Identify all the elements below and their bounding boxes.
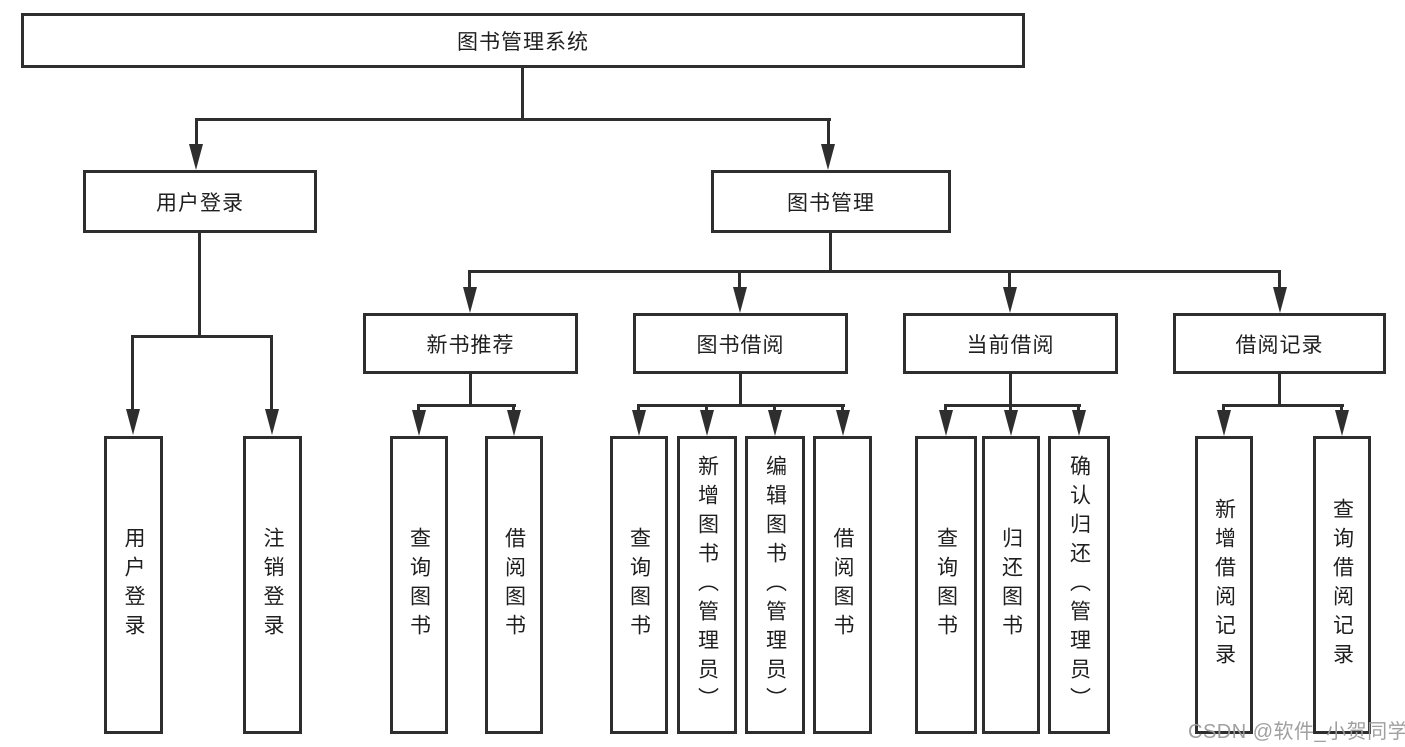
node-root-library-system: 图书管理系统 — [21, 13, 1025, 68]
arrow-down-icon — [939, 410, 953, 436]
leaf-logout: 注销登录 — [243, 436, 302, 734]
arrow-down-icon — [1004, 410, 1018, 436]
connector-drop — [827, 118, 830, 148]
arrow-down-icon — [1335, 410, 1349, 436]
connector-drop — [1340, 404, 1343, 414]
node-user-login: 用户登录 — [83, 170, 317, 233]
connector-root-stem — [521, 68, 524, 120]
arrow-down-icon — [1003, 287, 1017, 313]
connector-stem — [1009, 374, 1012, 407]
leaf-add-borrow-record: 新增借阅记录 — [1195, 436, 1253, 734]
connector-drop — [841, 404, 844, 414]
connector-drop — [944, 404, 947, 414]
connector-rail — [468, 270, 1281, 273]
arrow-down-icon — [1072, 410, 1086, 436]
connector-stem — [1278, 374, 1281, 407]
connector-stem — [829, 233, 832, 273]
connector-drop — [270, 335, 273, 412]
arrow-down-icon — [632, 410, 646, 436]
connector-drop — [131, 335, 134, 412]
connector-drop — [195, 118, 198, 148]
node-book-borrow: 图书借阅 — [633, 313, 848, 374]
leaf-query-books-borrow: 查询图书 — [610, 436, 668, 734]
connector-drop — [1278, 270, 1281, 289]
connector-drop — [1077, 404, 1080, 414]
leaf-borrow-books: 借阅图书 — [813, 436, 872, 734]
arrow-down-icon — [265, 409, 279, 435]
connector-drop — [1222, 404, 1225, 414]
connector-stem — [469, 374, 472, 407]
connector-rail — [1222, 404, 1344, 407]
connector-stem — [198, 233, 201, 337]
connector-drop — [512, 404, 515, 414]
leaf-query-borrow-record: 查询借阅记录 — [1313, 436, 1371, 734]
connector-rail — [417, 404, 516, 407]
connector-root-rail — [195, 118, 831, 121]
arrow-down-icon — [1273, 287, 1287, 313]
connector-rail — [944, 404, 1081, 407]
node-new-book-recommend: 新书推荐 — [363, 313, 578, 374]
arrow-down-icon — [412, 410, 426, 436]
node-book-management: 图书管理 — [711, 170, 951, 233]
arrow-down-icon — [126, 409, 140, 435]
connector-drop — [637, 404, 640, 414]
leaf-confirm-return-admin: 确认归还（管理员） — [1048, 436, 1110, 734]
arrow-down-icon — [1217, 410, 1231, 436]
arrow-down-icon — [463, 287, 477, 313]
arrow-down-icon — [733, 287, 747, 313]
connector-drop — [738, 270, 741, 289]
connector-drop — [468, 270, 471, 289]
leaf-query-books-recommend: 查询图书 — [390, 436, 448, 734]
leaf-query-books-current: 查询图书 — [915, 436, 977, 734]
arrow-down-icon — [821, 144, 835, 170]
connector-drop — [705, 404, 708, 414]
connector-drop — [1009, 404, 1012, 414]
leaf-borrow-books-recommend: 借阅图书 — [485, 436, 543, 734]
arrow-down-icon — [507, 410, 521, 436]
leaf-add-book-admin: 新增图书（管理员） — [677, 436, 737, 734]
leaf-return-books: 归还图书 — [982, 436, 1040, 734]
leaf-user-login: 用户登录 — [104, 436, 163, 734]
arrow-down-icon — [700, 410, 714, 436]
arrow-down-icon — [189, 144, 203, 170]
connector-rail — [637, 404, 845, 407]
node-borrow-records: 借阅记录 — [1173, 313, 1386, 374]
leaf-edit-book-admin: 编辑图书（管理员） — [745, 436, 805, 734]
node-current-borrow: 当前借阅 — [903, 313, 1118, 374]
arrow-down-icon — [836, 410, 850, 436]
connector-rail — [131, 335, 273, 338]
csdn-watermark: CSDN @软件_小贺同学 — [1188, 721, 1405, 743]
connector-drop — [773, 404, 776, 414]
connector-drop — [1008, 270, 1011, 289]
connector-drop — [417, 404, 420, 414]
arrow-down-icon — [768, 410, 782, 436]
connector-stem — [739, 374, 742, 407]
